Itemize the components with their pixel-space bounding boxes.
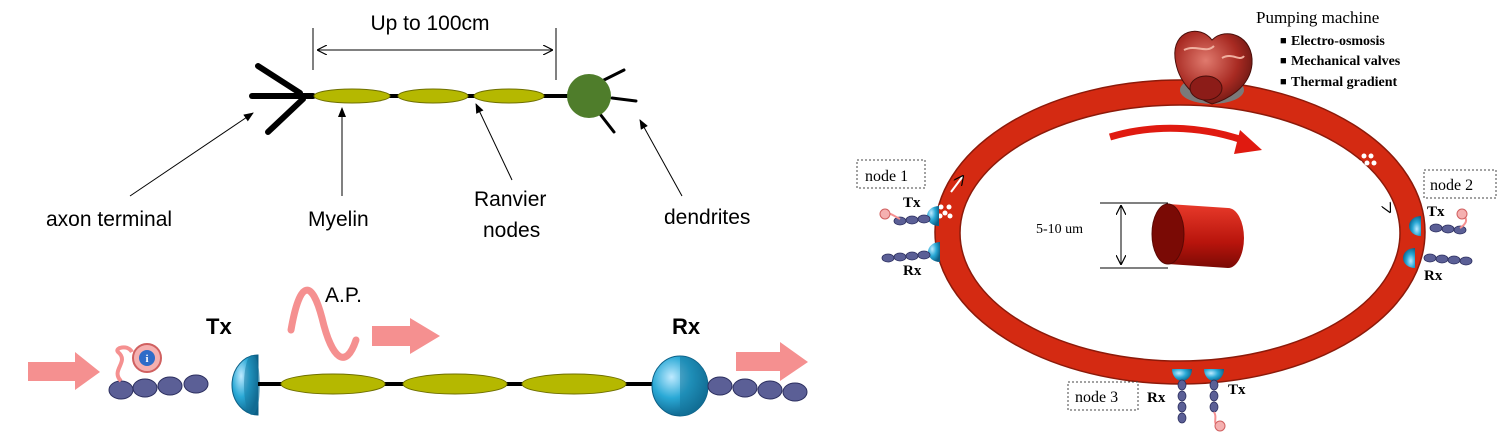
molecule-chain-rx: [707, 376, 808, 402]
node2-rx-label: Rx: [1424, 268, 1443, 284]
info-icon: [139, 350, 155, 366]
node3-transceivers: [1172, 369, 1226, 432]
myelin-segment: [313, 88, 391, 104]
myelin-label: Myelin: [308, 208, 369, 231]
node-label: node 1: [865, 168, 908, 185]
pump-item-bullet: ■: [1280, 35, 1287, 47]
node2-tx-label: Tx: [1427, 204, 1445, 220]
node2-transceivers: [1403, 208, 1473, 268]
heart-pump: [1174, 30, 1253, 105]
pump-item: Thermal gradient: [1291, 75, 1397, 90]
ranvier-label-line1: Ranvier: [474, 188, 546, 211]
ranvier-pointer: [475, 103, 513, 181]
link-myelin-segment: [521, 373, 627, 395]
length-label: Up to 100cm: [370, 12, 489, 35]
pump-item-bullet: ■: [1280, 76, 1287, 88]
node-label: node 3: [1075, 389, 1118, 406]
node1-transceivers: [879, 206, 940, 263]
node1-rx-label: Rx: [903, 263, 922, 279]
pump-title: Pumping machine: [1256, 8, 1379, 27]
node-label: node 2: [1430, 177, 1473, 194]
flow-arrow: [1108, 124, 1250, 146]
axon-terminal: [249, 63, 316, 135]
output-arrow: [736, 342, 808, 381]
link-myelin-segment: [280, 373, 386, 395]
pump-item: Mechanical valves: [1291, 54, 1401, 69]
molecule-chain-tx: [108, 374, 209, 400]
ranvier-label-line2: nodes: [483, 219, 540, 242]
ap-direction-arrow: [372, 318, 440, 354]
vessel-loop-diagram: Pumping machine ■ Electro-osmosis ■ Mech…: [856, 8, 1497, 432]
myelin-segment: [473, 88, 545, 104]
node3-rx-label: Rx: [1147, 390, 1166, 406]
tether-curl: [115, 345, 134, 383]
node-label-box: [1423, 169, 1497, 199]
info-icon-glyph: i: [145, 353, 148, 365]
vessel-cylinder: [1151, 203, 1244, 268]
neuron-diagram: Up to 100cm axon terminal Myelin Ranvier…: [46, 12, 750, 242]
dendrites: [598, 68, 638, 134]
node-label-box: [856, 159, 926, 189]
node-label-box: [1067, 381, 1139, 411]
node1-tx-label: Tx: [903, 195, 921, 211]
ring-flow-arrow-right: [1375, 184, 1390, 212]
tx-label: Tx: [206, 314, 232, 339]
ap-label: A.P.: [325, 284, 362, 307]
axon-terminal-label: axon terminal: [46, 208, 172, 231]
axon-link-diagram: i Tx A.P. Rx: [28, 284, 808, 417]
particle-cluster: [1357, 153, 1377, 166]
pump-item: Electro-osmosis: [1291, 34, 1385, 49]
input-arrow: [28, 352, 100, 390]
dendrites-label: dendrites: [664, 206, 750, 229]
pump-item-bullet: ■: [1280, 55, 1287, 67]
axon-terminal-pointer: [129, 112, 254, 197]
action-potential-wave: [287, 286, 360, 361]
node3-tx-label: Tx: [1228, 382, 1246, 398]
ring-flow-arrow-left: [950, 176, 963, 193]
cell-body: [567, 74, 611, 118]
rx-label: Rx: [672, 314, 701, 339]
dendrites-pointer: [639, 119, 683, 197]
myelin-segment: [397, 88, 469, 104]
diameter-label: 5-10 um: [1036, 222, 1083, 237]
link-myelin-segment: [402, 373, 508, 395]
